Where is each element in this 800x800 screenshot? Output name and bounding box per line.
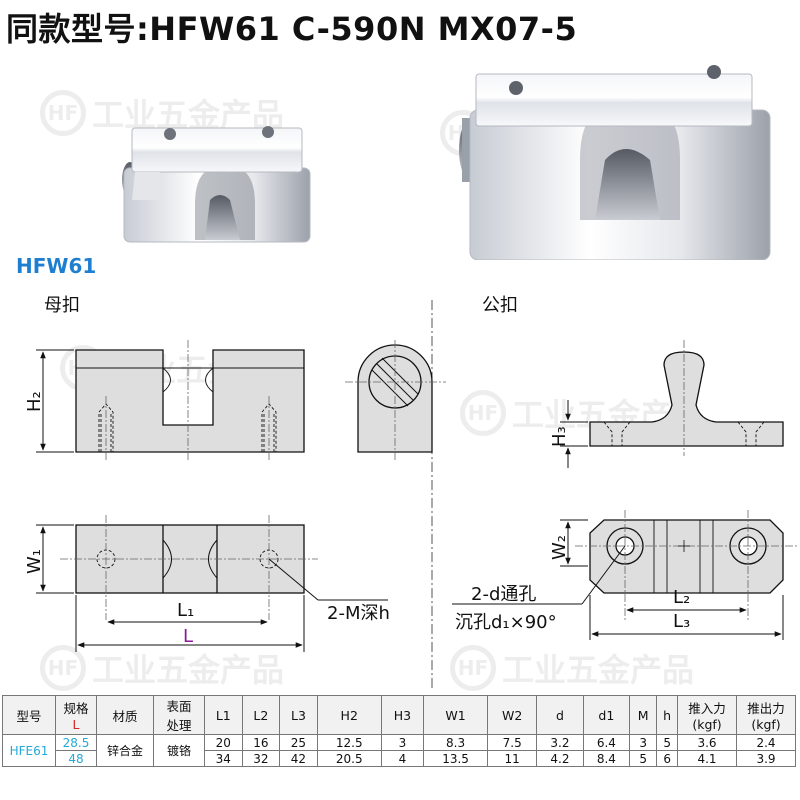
cell-material: 锌合金 <box>96 734 154 767</box>
male-top-view <box>575 510 798 620</box>
dim-h2-label: H₂ <box>24 391 45 412</box>
header-w2: W2 <box>487 695 538 735</box>
header-h2: H2 <box>316 695 382 735</box>
header-push: 推入力(kgf) <box>677 695 737 735</box>
header-surface: 表面处理 <box>153 695 205 735</box>
header-push-bottom: (kgf) <box>692 717 722 732</box>
cell-h: 6 <box>656 750 678 767</box>
header-spec-bottom: L <box>72 717 80 732</box>
cell-l2: 32 <box>241 750 281 767</box>
header-d1: d1 <box>582 695 631 735</box>
female-front-view <box>75 340 305 462</box>
header-l1: L1 <box>204 695 243 735</box>
female-top-view <box>60 515 318 620</box>
cell-d1: 6.4 <box>582 734 631 751</box>
dim-h3 <box>560 400 588 468</box>
cell-surface: 镀铬 <box>153 734 205 767</box>
header-pull: 推出力(kgf) <box>736 695 796 735</box>
header-push-top: 推入力 <box>688 701 726 716</box>
dim-h2 <box>36 349 74 453</box>
cell-d: 4.2 <box>536 750 584 767</box>
cell-w1: 13.5 <box>423 750 489 767</box>
cell-h: 5 <box>656 734 678 751</box>
cell-w2: 11 <box>487 750 538 767</box>
dim-l-label: L <box>183 626 194 647</box>
large-latch-photo <box>459 65 771 260</box>
male-label: 公扣 <box>482 295 518 316</box>
header-w1: W1 <box>423 695 489 735</box>
header-pull-bottom: (kgf) <box>751 717 781 732</box>
cell-l1: 20 <box>204 734 243 751</box>
table-row: 48 34 32 42 20.5 4 13.5 11 4.2 8.4 5 6 4… <box>3 750 796 767</box>
dim-l2-label: L₂ <box>673 587 691 608</box>
cell-w1: 8.3 <box>423 734 489 751</box>
dim-l1-label: L₁ <box>177 600 195 621</box>
cell-d: 3.2 <box>536 734 584 751</box>
cell-pull: 2.4 <box>736 734 796 751</box>
dim-w1-label: W₁ <box>24 548 45 574</box>
header-l2: L2 <box>241 695 281 735</box>
cell-l2: 16 <box>241 734 281 751</box>
cell-model: HFE61 <box>2 734 56 767</box>
female-side-view <box>345 340 446 462</box>
female-label: 母扣 <box>44 295 80 316</box>
callout-d-line2: 沉孔d₁×90° <box>455 612 557 633</box>
header-pull-top: 推出力 <box>747 701 785 716</box>
dim-w2-label: W₂ <box>549 534 570 560</box>
small-latch-photo <box>122 126 311 243</box>
header-l3: L3 <box>279 695 318 735</box>
header-spec-top: 规格 <box>63 701 89 716</box>
male-front-view <box>589 340 784 456</box>
cell-m: 5 <box>629 750 658 767</box>
header-h3: H3 <box>380 695 425 735</box>
cell-w2: 7.5 <box>487 734 538 751</box>
dim-w1-l1-l <box>36 524 388 652</box>
cell-l1: 34 <box>204 750 243 767</box>
cell-d1: 8.4 <box>582 750 631 767</box>
dim-h3-label: H₃ <box>549 426 570 447</box>
cell-push: 3.6 <box>677 734 737 751</box>
dim-l3-label: L₃ <box>673 611 691 632</box>
cell-h3: 3 <box>380 734 425 751</box>
product-photos <box>122 65 771 260</box>
cell-m: 3 <box>629 734 658 751</box>
cell-l3: 25 <box>279 734 318 751</box>
page-title: 同款型号:HFW61 C-590N MX07-5 <box>6 10 578 48</box>
header-surface-bottom: 处理 <box>166 718 192 733</box>
callout-m: 2-M深h <box>327 603 390 624</box>
technical-drawing <box>36 300 798 690</box>
callout-d-line1: 2-d通孔 <box>471 584 537 605</box>
cell-h2: 12.5 <box>316 734 382 751</box>
header-surface-top: 表面 <box>166 699 192 714</box>
table-row: HFE61 28.5 锌合金 镀铬 20 16 25 12.5 3 8.3 7.… <box>2 734 796 767</box>
header-model: 型号 <box>2 695 56 735</box>
header-h: h <box>656 695 678 735</box>
header-m: M <box>629 695 658 735</box>
dim-w2-l2-l3 <box>452 519 784 640</box>
header-d: d <box>536 695 584 735</box>
cell-h2: 20.5 <box>316 750 382 767</box>
model-heading: HFW61 <box>16 254 97 278</box>
cell-pull: 3.9 <box>736 750 796 767</box>
cell-l: 48 <box>55 750 97 767</box>
cell-l3: 42 <box>279 750 318 767</box>
cell-push: 4.1 <box>677 750 737 767</box>
header-material: 材质 <box>96 695 154 735</box>
cell-l: 28.5 <box>55 734 97 751</box>
cell-h3: 4 <box>380 750 425 767</box>
